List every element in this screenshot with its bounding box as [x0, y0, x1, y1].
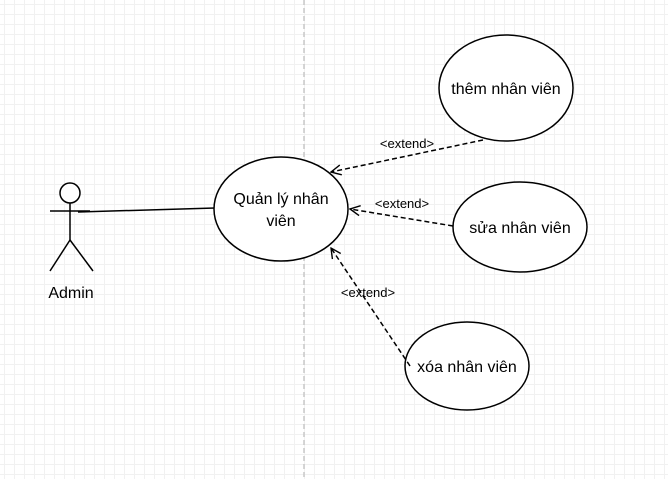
- extend-arrow-edit: [350, 209, 454, 227]
- use-case-delete-ellipse: [404, 321, 530, 411]
- use-case-quan-ly-nhan-vien[interactable]: Quản lý nhân viên: [213, 156, 349, 262]
- use-case-them-nhan-vien[interactable]: thêm nhân viên: [438, 34, 574, 142]
- use-case-edit-ellipse: [452, 181, 588, 273]
- use-case-add-ellipse: [438, 34, 574, 142]
- use-case-delete-label: xóa nhân viên: [417, 359, 517, 376]
- use-case-main-ellipse: [213, 156, 349, 262]
- actor-head: [59, 182, 81, 204]
- use-case-main-label-line1: Quản lý nhân: [233, 191, 328, 208]
- use-case-main-label-line2: viên: [266, 213, 295, 230]
- association-line[interactable]: [77, 207, 216, 213]
- actor-label: Admin: [48, 285, 93, 302]
- extend-label-edit: <extend>: [375, 196, 429, 211]
- extend-relation-delete[interactable]: <extend>: [331, 248, 411, 367]
- extend-arrow-delete: [331, 248, 411, 367]
- use-case-edit-label: sửa nhân viên: [469, 220, 570, 237]
- use-case-sua-nhan-vien[interactable]: sửa nhân viên: [452, 181, 588, 273]
- extend-arrow-add: [331, 139, 484, 172]
- actor-right-leg: [69, 239, 94, 272]
- actor-left-leg: [49, 239, 71, 272]
- actor-admin[interactable]: Admin: [48, 182, 94, 302]
- extend-relation-edit[interactable]: <extend>: [350, 196, 454, 227]
- use-case-xoa-nhan-vien[interactable]: xóa nhân viên: [404, 321, 530, 411]
- extend-relation-add[interactable]: <extend>: [331, 136, 484, 172]
- extend-label-delete: <extend>: [341, 285, 395, 300]
- extend-label-add: <extend>: [380, 136, 434, 151]
- use-case-add-label: thêm nhân viên: [451, 81, 560, 98]
